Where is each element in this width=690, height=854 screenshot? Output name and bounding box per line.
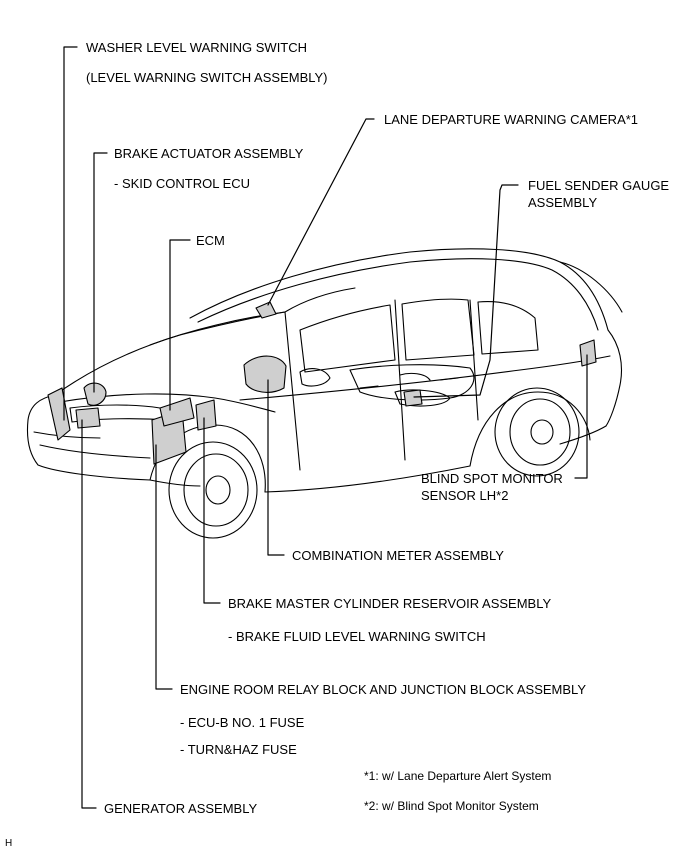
engine-room-sublabel-2: - TURN&HAZ FUSE xyxy=(180,742,297,757)
combination-meter xyxy=(243,355,287,393)
brake-actuator xyxy=(83,382,107,406)
washer-switch-sublabel: (LEVEL WARNING SWITCH ASSEMBLY) xyxy=(86,70,328,85)
front-wheel xyxy=(168,441,258,539)
lane-camera xyxy=(255,301,277,319)
footnote-1: *1: w/ Lane Departure Alert System xyxy=(364,769,552,783)
washer-reservoir xyxy=(47,387,71,441)
footnote-2: *2: w/ Blind Spot Monitor System xyxy=(364,799,539,813)
corner-mark: H xyxy=(5,838,13,849)
rear-wheel xyxy=(494,387,580,477)
combination-meter-label: COMBINATION METER ASSEMBLY xyxy=(292,548,504,563)
fuel-sender xyxy=(403,389,423,407)
blind-spot-label-2: SENSOR LH*2 xyxy=(421,488,509,503)
fuel-sender-label-1: FUEL SENDER GAUGE xyxy=(528,178,670,193)
engine-room-sublabel-1: - ECU-B NO. 1 FUSE xyxy=(180,715,305,730)
engine-room-label: ENGINE ROOM RELAY BLOCK AND JUNCTION BLO… xyxy=(180,682,586,697)
brake-actuator-label: BRAKE ACTUATOR ASSEMBLY xyxy=(114,146,304,161)
brake-master-cylinder xyxy=(195,399,217,431)
ecm-label: ECM xyxy=(196,233,225,248)
washer-switch-label: WASHER LEVEL WARNING SWITCH xyxy=(86,40,308,55)
brake-actuator-sublabel: - SKID CONTROL ECU xyxy=(114,176,251,191)
car-body xyxy=(26,248,623,493)
leader-lines xyxy=(63,46,588,809)
components xyxy=(47,301,597,465)
generator xyxy=(75,407,101,429)
blind-spot-sensor xyxy=(579,339,597,367)
lane-camera-label: LANE DEPARTURE WARNING CAMERA*1 xyxy=(384,112,639,127)
blind-spot-label-1: BLIND SPOT MONITOR xyxy=(421,471,563,486)
fuel-sender-label-2: ASSEMBLY xyxy=(528,195,598,210)
brake-master-sublabel: - BRAKE FLUID LEVEL WARNING SWITCH xyxy=(228,629,486,644)
ecm-unit xyxy=(159,397,195,427)
generator-label: GENERATOR ASSEMBLY xyxy=(104,801,258,816)
brake-master-label: BRAKE MASTER CYLINDER RESERVOIR ASSEMBLY xyxy=(228,596,552,611)
